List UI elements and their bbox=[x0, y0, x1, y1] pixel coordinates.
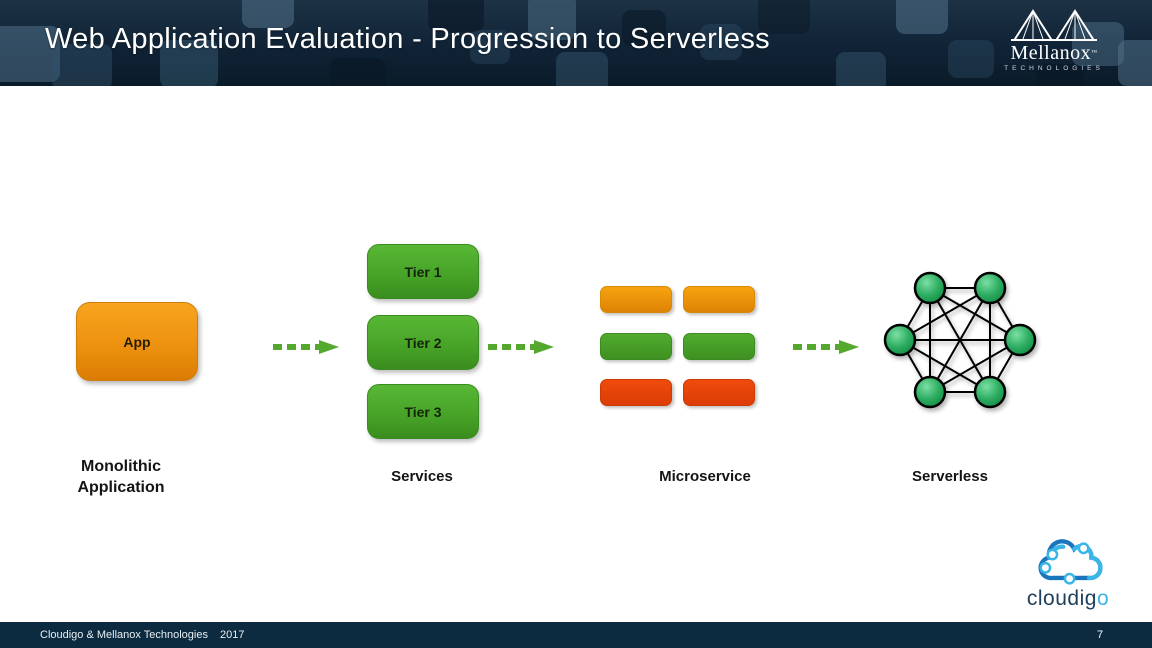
microservice-tile-red-2 bbox=[683, 379, 755, 406]
header-pattern-square bbox=[896, 0, 948, 34]
footer-company-text: Cloudigo & Mellanox Technologies bbox=[40, 629, 208, 641]
header-pattern-square bbox=[470, 30, 510, 64]
header-pattern-square bbox=[160, 40, 218, 86]
header-pattern-square bbox=[948, 40, 994, 78]
header-pattern-square bbox=[242, 0, 294, 28]
mellanox-subtext: TECHNOLOGIES bbox=[1004, 65, 1104, 72]
header-pattern-square bbox=[758, 0, 810, 34]
header-pattern-square bbox=[836, 52, 886, 86]
microservice-tile-orange-1 bbox=[600, 286, 672, 313]
microservice-tile-orange-2 bbox=[683, 286, 755, 313]
header-pattern-square bbox=[700, 24, 742, 60]
stage-label-serverless: Serverless bbox=[912, 468, 988, 485]
tier-box-2: Tier 2 bbox=[367, 315, 479, 370]
cloudigo-logo: cloudigo bbox=[1008, 534, 1128, 611]
mesh-nodes bbox=[883, 271, 1037, 409]
tier-box-3: Tier 3 bbox=[367, 384, 479, 439]
stage-label-monolithic: Monolithic Application bbox=[77, 458, 165, 496]
header-pattern-square bbox=[1118, 40, 1152, 86]
mellanox-wordmark: Mellanox™ bbox=[1010, 42, 1098, 64]
tier-box-1: Tier 1 bbox=[367, 244, 479, 299]
header-pattern-square bbox=[52, 44, 112, 86]
mesh-edges bbox=[899, 287, 1021, 393]
header-pattern-square bbox=[556, 52, 608, 86]
tier-3-label: Tier 3 bbox=[404, 403, 442, 420]
microservice-tile-green-1 bbox=[600, 333, 672, 360]
slide-header: Web Application Evaluation - Progression… bbox=[0, 0, 1152, 86]
header-pattern-square bbox=[528, 0, 576, 40]
header-pattern-square bbox=[0, 26, 60, 82]
tier-2-label: Tier 2 bbox=[404, 334, 442, 351]
cloudigo-wordmark: cloudigo bbox=[1026, 587, 1110, 610]
header-decorative-pattern bbox=[0, 0, 1152, 86]
microservice-tile-green-2 bbox=[683, 333, 755, 360]
monolithic-app-box: App bbox=[76, 302, 198, 381]
tier-1-label: Tier 1 bbox=[404, 263, 442, 280]
stage-label-services: Services bbox=[391, 468, 453, 485]
header-pattern-square bbox=[622, 10, 666, 46]
mellanox-bridge-icon bbox=[1011, 9, 1097, 41]
footer-year: 2017 bbox=[220, 629, 245, 641]
microservice-tile-red-1 bbox=[600, 379, 672, 406]
progression-arrow-2 bbox=[488, 340, 554, 354]
stage-label-microservice: Microservice bbox=[659, 468, 751, 485]
slide-title: Web Application Evaluation - Progression… bbox=[45, 23, 770, 55]
serverless-mesh-graph bbox=[883, 271, 1037, 409]
mellanox-logo: Mellanox™ TECHNOLOGIES bbox=[998, 7, 1110, 72]
cloudigo-cloud-icon bbox=[1038, 539, 1103, 585]
header-pattern-square bbox=[330, 58, 386, 86]
header-pattern-square bbox=[1036, 64, 1084, 86]
progression-arrow-1 bbox=[273, 340, 339, 354]
progression-arrow-3 bbox=[793, 340, 859, 354]
header-pattern-square bbox=[428, 0, 484, 32]
header-pattern-square bbox=[1072, 22, 1124, 66]
footer-page-number: 7 bbox=[1096, 629, 1104, 641]
slide-footer: Cloudigo & Mellanox Technologies 2017 7 bbox=[0, 622, 1152, 648]
app-box-label: App bbox=[123, 333, 151, 350]
